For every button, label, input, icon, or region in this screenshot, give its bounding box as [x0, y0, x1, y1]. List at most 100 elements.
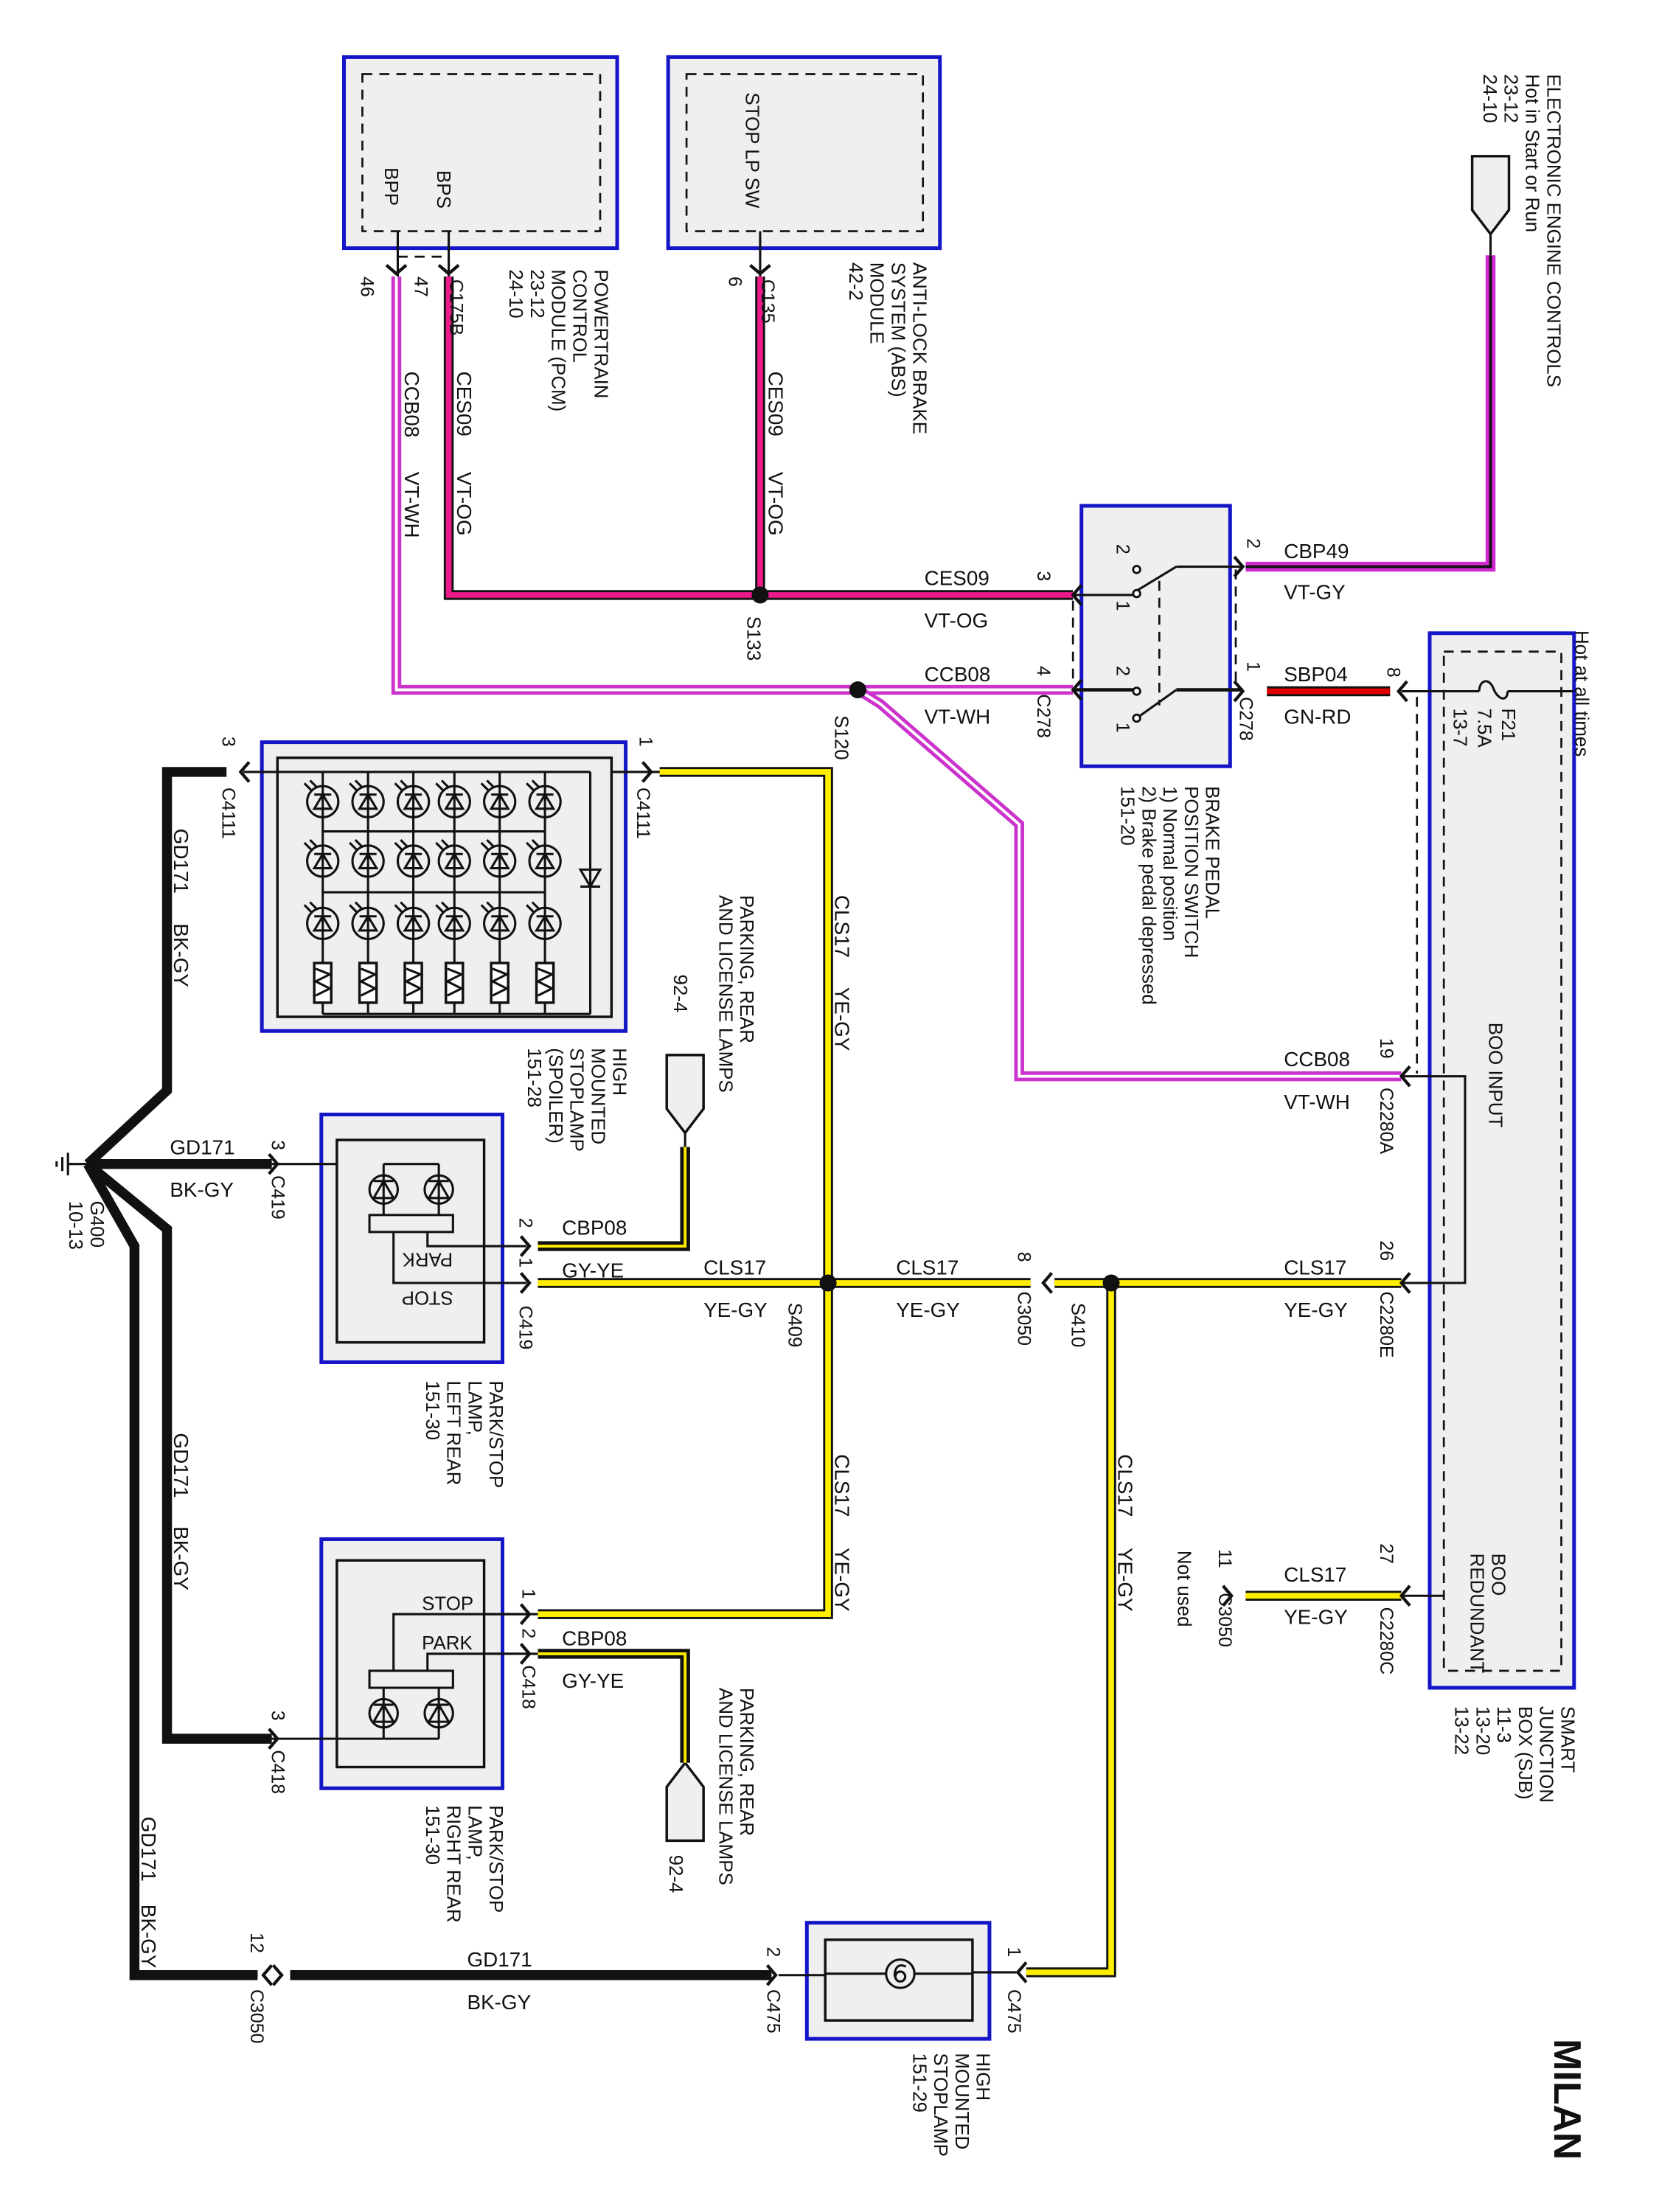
wire-stroke [394, 276, 1074, 692]
wire-color: YE-GY [896, 1298, 960, 1321]
terminal-chevron-icon [271, 1964, 284, 1986]
stop-lamp-switch-label: STOP LP SW [742, 92, 762, 208]
left-rear-park-stop-lamp: PARK STOP PARK/STOP LAMP, LEFT REAR 151-… [319, 1113, 527, 1488]
splice-label: S409 [784, 1303, 804, 1348]
high-mounted-stoplamp-spoiler: HIGH MOUNTED STOPLAMP (SPOILER) 151-28 [260, 740, 629, 1152]
connector-label: C2280E [1376, 1291, 1397, 1357]
led-symbol [394, 838, 424, 877]
led-symbol [526, 901, 556, 939]
pin-number: 11 [1214, 1549, 1235, 1568]
parking-lamps-ref: 92-4 [665, 1855, 686, 1893]
pin-number: 1 [1242, 661, 1263, 672]
terminal-chevron-icon [765, 1964, 778, 1986]
splice-label: S133 [743, 616, 764, 661]
terminal-chevron-icon [1015, 1961, 1028, 1983]
wire-ccb08 [855, 685, 1402, 1082]
pin-number: 1 [515, 1257, 536, 1267]
brake-pedal-position-switch: 2 1 2 1 BRAKE PEDAL POSITION SWITCH 1) N… [1071, 504, 1243, 1005]
hmsl-name: MOUNTED [951, 2053, 972, 2149]
wire-circuit: SBP04 [1284, 663, 1348, 686]
pin-number: 3 [268, 1140, 288, 1150]
wire-stroke [445, 276, 1074, 598]
connector-pentagon-icon [665, 1054, 705, 1135]
parking-lamps-name: AND LICENSE LAMPS [714, 1688, 735, 1885]
pin-number: 19 [1376, 1038, 1397, 1059]
terminal-chevron-icon [1071, 678, 1083, 701]
fuse-label: F21 [1498, 709, 1518, 742]
wire-ccb08 [391, 276, 1074, 695]
wire-gd171 [84, 767, 227, 1168]
lamp-icon [885, 1958, 916, 1989]
wire-stroke [857, 688, 1402, 1078]
wire-color: YE-GY [831, 1548, 854, 1612]
wire-color: VT-WH [925, 706, 991, 728]
wire-stroke [538, 1652, 687, 1763]
wire-color: YE-GY [703, 1298, 768, 1321]
abs-inner [685, 73, 925, 232]
terminal-chevron-icon [519, 1272, 532, 1294]
lr-lamp-box [319, 1113, 505, 1364]
wire-circuit: GD171 [170, 1433, 192, 1498]
abs-module: STOP LP SW ANTI-LOCK BRAKE SYSTEM (ABS) … [666, 55, 942, 434]
hmsl-name: 151-29 [908, 2053, 929, 2112]
wire-cls17 [1026, 1282, 1116, 1978]
parking-lamps-ref: 92-4 [669, 974, 690, 1012]
pin-number: 2 [515, 1218, 536, 1228]
switch-blade [1135, 566, 1178, 592]
connector-label: C419 [515, 1306, 536, 1350]
led-symbol [349, 779, 379, 818]
right-rear-park-stop-lamp: STOP PARK PARK/STOP LAMP, RIGHT REAR 151… [319, 1537, 527, 1923]
wire-color: BK-GY [170, 1526, 192, 1590]
switch-name: BRAKE PEDAL [1202, 786, 1222, 919]
wire-color: VT-OG [453, 472, 476, 536]
pin-number: 2 [1242, 538, 1263, 549]
park-label: PARK [402, 1249, 453, 1270]
hmsl-spoiler-name: HIGH [608, 1048, 629, 1096]
wire-color: BK-GY [170, 923, 192, 987]
pcm-pin-bpp: BPP [380, 167, 401, 206]
wire-stroke [86, 1161, 272, 1742]
led-symbol [394, 779, 424, 818]
eec-name: 23-12 [1500, 74, 1521, 122]
pcm-name: POWERTRAIN [590, 269, 611, 398]
wire-ces09 [443, 276, 1074, 600]
wire-color: GN-RD [1284, 706, 1351, 728]
terminal-chevron-icon [1071, 584, 1083, 606]
sjb-name: 11-3 [1493, 1706, 1514, 1743]
terminal-chevron-icon [437, 264, 460, 276]
wire-circuit: CLS17 [831, 1454, 854, 1517]
parking-lamps-connector-top: PARKING, REAR AND LICENSE LAMPS 92-4 [665, 895, 757, 1150]
switch-name: 1) Normal position [1159, 786, 1180, 941]
wire-circuit: GD171 [137, 1817, 160, 1882]
led-symbol [303, 779, 333, 818]
switch-blade [1135, 689, 1178, 720]
led-symbol [435, 838, 465, 877]
pin-number: 2 [763, 1947, 784, 1957]
hmsl-spoiler-name: (SPOILER) [545, 1048, 566, 1144]
wire-circuit: CLS17 [1114, 1454, 1137, 1517]
pin-number: 4 [1033, 666, 1054, 676]
switch-box [1079, 504, 1232, 768]
wire-cls17 [538, 767, 833, 1619]
hmsl-spoiler-name: STOPLAMP [566, 1048, 587, 1152]
rr-lamp-name: LAMP, [464, 1805, 484, 1860]
terminal-chevron-icon [1222, 1585, 1234, 1607]
led-symbol [526, 779, 556, 818]
wire-color: BK-GY [170, 1178, 234, 1201]
splice-dot [1102, 1274, 1120, 1292]
pin-number: 3 [268, 1711, 288, 1721]
abs-name: ANTI-LOCK BRAKE [908, 262, 929, 434]
connector-label: C3050 [1214, 1593, 1235, 1646]
resistor-zigzag [358, 967, 378, 997]
connector-terminals [238, 264, 1411, 1986]
splice-label: S410 [1067, 1303, 1088, 1348]
sjb-box [1427, 631, 1576, 1690]
resistor-zigzag [445, 967, 465, 997]
wire-circuit: CES09 [925, 567, 990, 590]
splice-dot [819, 1274, 837, 1292]
led-symbol [394, 901, 424, 939]
wire-circuit: GD171 [467, 1948, 532, 1971]
pin-number: 8 [1382, 667, 1403, 678]
sjb-name: BOX (SJB) [1514, 1706, 1535, 1800]
abs-name: SYSTEM (ABS) [887, 262, 908, 397]
